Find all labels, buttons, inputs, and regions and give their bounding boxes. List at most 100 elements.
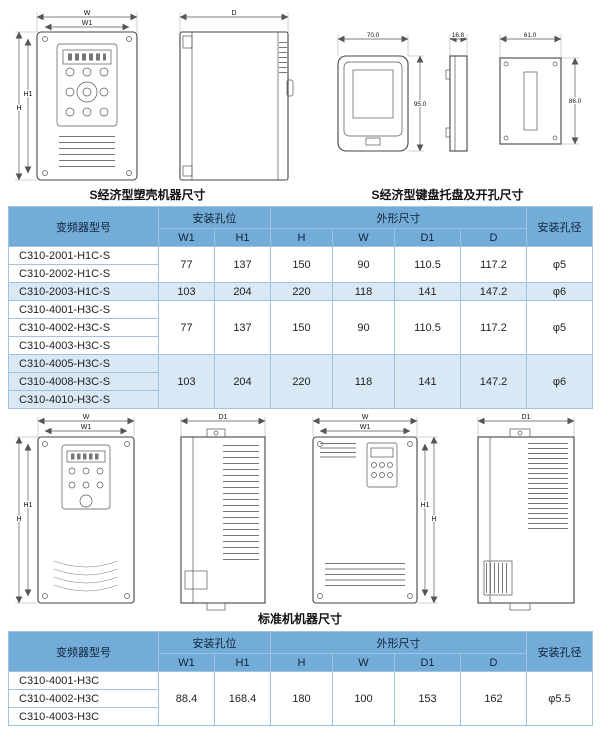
dim-label-d: D bbox=[231, 10, 236, 17]
model-cell: C310-4003-H3C bbox=[8, 707, 159, 726]
dimension-cell: 147.2 bbox=[460, 282, 527, 301]
header-w: W bbox=[332, 228, 395, 247]
keypad-panel bbox=[61, 444, 111, 510]
dim-label-w1: W1 bbox=[81, 424, 92, 431]
table-header-row: 变频器型号 安装孔位 外形尺寸 安装孔径 bbox=[8, 631, 593, 672]
dim-label-h: H bbox=[431, 516, 436, 523]
enclosure-outline bbox=[179, 31, 289, 181]
model-cell: C310-4003-H3C-S bbox=[8, 336, 159, 355]
dimension-cell: 137 bbox=[214, 300, 271, 355]
keypad-tray-drawings-group: 70.0 95.0 16.8 bbox=[326, 30, 588, 180]
dimension-cell: 204 bbox=[214, 354, 271, 409]
dimension-cell: 90 bbox=[332, 300, 395, 355]
dim-label-w: W bbox=[361, 414, 368, 421]
standard-side-view-drawing: D1 bbox=[180, 413, 266, 611]
standard-large-front-view-drawing: W W1 H H1 bbox=[312, 413, 438, 604]
dimension-cell: 141 bbox=[394, 282, 461, 301]
header-w1: W1 bbox=[158, 228, 215, 247]
dimension-cell: 77 bbox=[158, 246, 215, 283]
dim-label-h1: H1 bbox=[24, 91, 33, 98]
model-cell: C310-2003-H1C-S bbox=[8, 282, 159, 301]
standard-front-view-drawing: W W1 H H1 bbox=[15, 413, 135, 604]
s-series-dimension-table: 变频器型号 安装孔位 外形尺寸 安装孔径 W1 H1 H W D1 D C310… bbox=[8, 206, 593, 409]
table-row: C310-4003-H3C-S bbox=[8, 336, 593, 355]
cutout-outline bbox=[499, 57, 562, 145]
caption-keypad-tray-dimensions: S经济型键盘托盘及开孔尺寸 bbox=[371, 187, 524, 202]
model-cell: C310-4010-H3C-S bbox=[8, 390, 159, 409]
header-outline-dimensions: 外形尺寸 bbox=[270, 206, 527, 229]
enclosure-outline bbox=[477, 436, 575, 604]
dim-label-d1: D1 bbox=[522, 414, 531, 421]
keypad-panel bbox=[56, 43, 118, 127]
header-d: D bbox=[460, 228, 527, 247]
tray-outline bbox=[337, 55, 409, 152]
dimension-cell: 90 bbox=[332, 246, 395, 283]
table-row: C310-4008-H3C-S bbox=[8, 372, 593, 391]
dimension-cell: 141 bbox=[394, 354, 461, 409]
dim-label-w: W bbox=[84, 10, 91, 17]
header-d1: D1 bbox=[394, 653, 461, 672]
enclosure-outline bbox=[312, 436, 418, 604]
header-h: H bbox=[270, 653, 333, 672]
dim-label-h: H bbox=[16, 105, 21, 112]
table-row: C310-4003-H3C bbox=[8, 707, 593, 726]
dimension-cell: 162 bbox=[460, 671, 527, 726]
tray-front-drawing: 70.0 95.0 bbox=[337, 31, 428, 152]
mounting-tab bbox=[509, 602, 531, 611]
hole-diameter-cell: φ6 bbox=[526, 282, 593, 301]
bottom-grille bbox=[483, 560, 513, 596]
dimension-cell: 180 bbox=[270, 671, 333, 726]
clip-tab bbox=[445, 69, 451, 80]
dimension-cell: 220 bbox=[270, 354, 333, 409]
dimension-cell: 110.5 bbox=[394, 246, 461, 283]
dim-label-tray-depth: 16.8 bbox=[452, 32, 465, 39]
dim-label-w: W bbox=[83, 414, 90, 421]
dimension-cell: 150 bbox=[270, 300, 333, 355]
top-captions: S经济型塑壳机器尺寸 S经济型键盘托盘及开孔尺寸 bbox=[0, 186, 600, 202]
model-cell: C310-2002-H1C-S bbox=[8, 264, 159, 283]
mounting-tab bbox=[509, 428, 531, 438]
header-d: D bbox=[460, 653, 527, 672]
header-hole-diameter: 安装孔径 bbox=[526, 631, 593, 672]
standard-large-side-view-drawing: D1 bbox=[477, 413, 575, 611]
dimension-cell: 168.4 bbox=[214, 671, 271, 726]
dimension-cell: 77 bbox=[158, 300, 215, 355]
header-mounting-holes: 安装孔位 bbox=[158, 631, 271, 654]
header-d1: D1 bbox=[394, 228, 461, 247]
s-series-front-view-drawing: W W1 H H1 bbox=[15, 9, 138, 181]
s-series-side-view-drawing: D bbox=[179, 9, 294, 181]
model-cell: C310-4005-H3C-S bbox=[8, 354, 159, 373]
table-subheader-row: W1 H1 H W D1 D bbox=[9, 653, 593, 672]
table-row: C310-4002-H3C bbox=[8, 689, 593, 708]
panel-cutout-drawing: 61.0 86.0 bbox=[499, 31, 583, 145]
caption-standard-dimensions: 标准机机器尺寸 bbox=[257, 612, 342, 626]
dim-label-h: H bbox=[16, 516, 21, 523]
table-row: C310-2002-H1C-S bbox=[8, 264, 593, 283]
model-cell: C310-4001-H3C-S bbox=[8, 300, 159, 319]
mounting-tab bbox=[206, 428, 226, 438]
header-model: 变频器型号 bbox=[8, 206, 159, 247]
header-h1: H1 bbox=[214, 228, 271, 247]
dim-label-h1: H1 bbox=[420, 502, 429, 509]
table-subheader-row: W1 H1 H W D1 D bbox=[9, 228, 593, 247]
tray-profile-outline bbox=[449, 55, 468, 152]
vent-arcs bbox=[53, 560, 119, 592]
dimension-cell: 100 bbox=[332, 671, 395, 726]
enclosure-outline bbox=[180, 436, 266, 604]
header-outline-dimensions: 外形尺寸 bbox=[270, 631, 527, 654]
hole-diameter-cell: φ5 bbox=[526, 246, 593, 283]
dimension-cell: 153 bbox=[394, 671, 461, 726]
model-cell: C310-4008-H3C-S bbox=[8, 372, 159, 391]
dimension-cell: 117.2 bbox=[460, 300, 527, 355]
side-knob bbox=[286, 79, 294, 97]
header-h: H bbox=[270, 228, 333, 247]
dim-label-w1: W1 bbox=[82, 20, 93, 27]
table-header-row: 变频器型号 安装孔位 外形尺寸 安装孔径 bbox=[8, 206, 593, 247]
dim-label-h1: H1 bbox=[24, 502, 33, 509]
hole-diameter-cell: φ5 bbox=[526, 300, 593, 355]
dimension-cell: 118 bbox=[332, 354, 395, 409]
